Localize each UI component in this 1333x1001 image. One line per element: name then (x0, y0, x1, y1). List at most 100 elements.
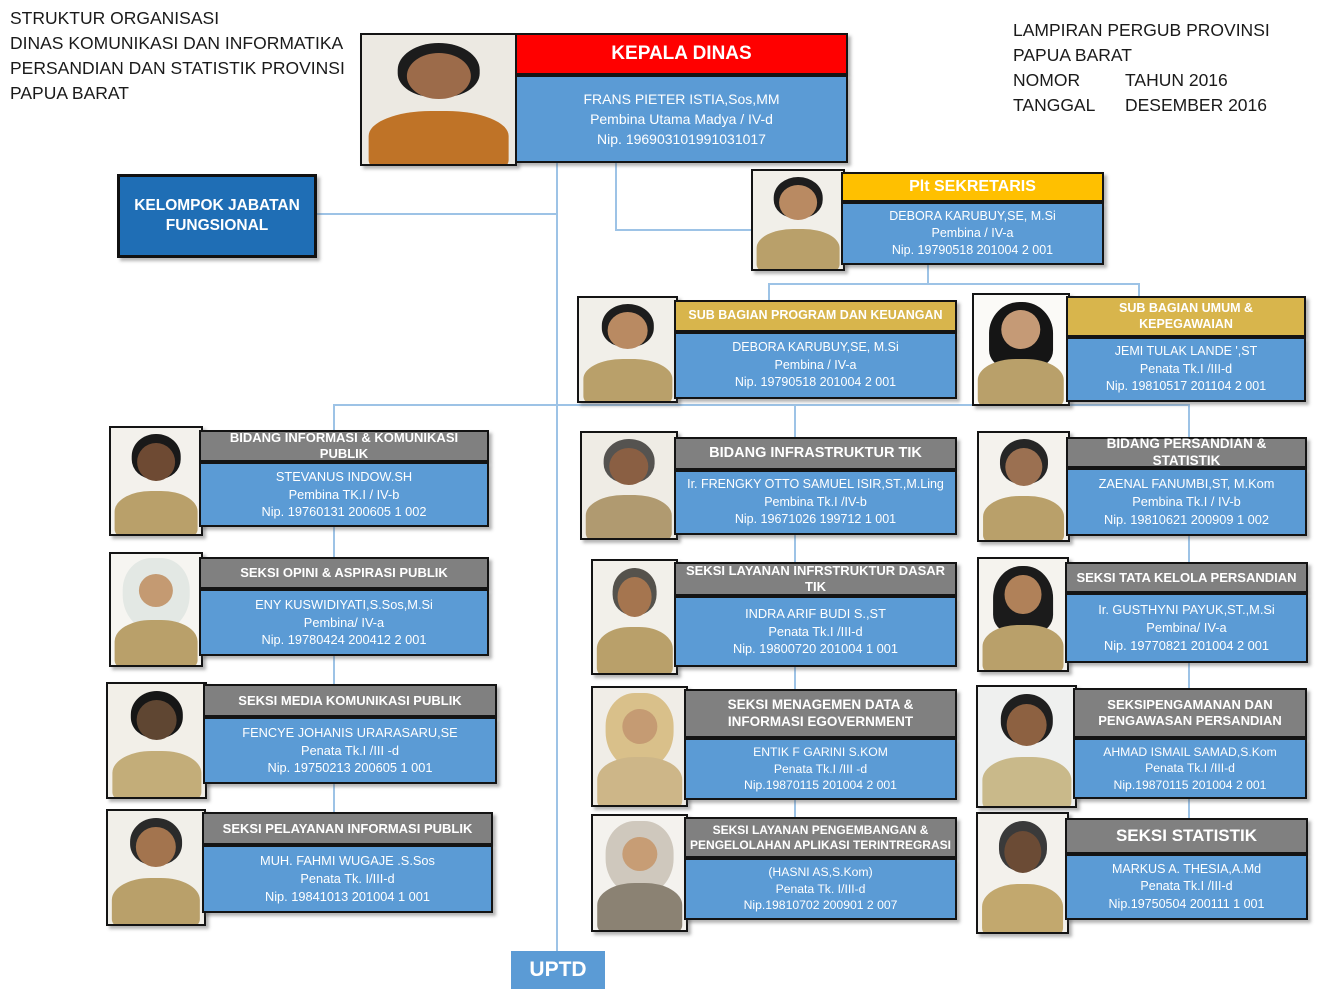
bidang-persandian-photo (977, 431, 1070, 542)
silhouette-face (779, 184, 817, 220)
sub-bagian-program-title: SUB BAGIAN PROGRAM DAN KEUANGAN (674, 300, 957, 332)
silhouette-face (136, 699, 177, 741)
silhouette-torso (114, 619, 198, 665)
person-rank: Pembina/ IV-a (1146, 620, 1227, 636)
person-nip: Nip. 19810517 201104 2 001 (1105, 379, 1267, 394)
person-rank: Pembina / IV-a (774, 357, 857, 372)
person-nip: Nip. 19760131 200605 1 002 (261, 504, 427, 520)
person-name: (HASNI AS,S.Kom) (768, 865, 873, 880)
person-name: AHMAD ISMAIL SAMAD,S.Kom (1103, 744, 1277, 759)
kepala-dinas-info: FRANS PIETER ISTIA,Sos,MM Pembina Utama … (515, 75, 848, 163)
silhouette-face (609, 447, 649, 486)
sub-bagian-umum-title: SUB BAGIAN UMUM & KEPEGAWAIAN (1066, 296, 1306, 337)
silhouette-torso (596, 627, 673, 673)
title-text: SEKSI STATISTIK (1115, 825, 1258, 845)
title-text: BIDANG INFRASTRUKTUR TIK (709, 444, 922, 461)
person-rank: Pembina Tk.I / IV-b (1132, 494, 1241, 510)
silhouette-face (621, 836, 658, 871)
title-text: BIDANG PERSANDIAN & STATISTIK (1106, 436, 1267, 468)
connector-main-spine (556, 163, 558, 952)
person-name: Ir. GUSTHYNI PAYUK,ST.,M.Si (1098, 602, 1275, 618)
person-rank: Pembina Tk.I /IV-b (764, 494, 867, 509)
title-text: KEPALA DINAS (611, 43, 752, 65)
silhouette-face (617, 576, 652, 617)
person-nip: Nip. 196903101991031017 (597, 131, 766, 148)
title-line: STRUKTUR ORGANISASI (10, 8, 220, 28)
tanggal-label: TANGGAL (1013, 94, 1096, 115)
seksi-layanan-pengembangan-title: SEKSI LAYANAN PENGEMBANGAN & PENGELOLAHA… (684, 817, 957, 858)
bidang-informasi-photo (109, 426, 203, 536)
sub-bagian-umum-photo (972, 293, 1070, 406)
connector (333, 404, 1189, 406)
person-nip: Nip.19870115 201004 2 001 (1113, 777, 1267, 792)
person-nip: Nip. 19671026 199712 1 001 (734, 512, 897, 527)
seksi-layanan-infrastruktur-title: SEKSI LAYANAN INFRSTRUKTUR DASAR TIK (674, 562, 957, 596)
document-title: STRUKTUR ORGANISASI DINAS KOMUNIKASI DAN… (10, 6, 370, 105)
person-rank: Penata Tk.I /III -d (773, 761, 868, 776)
silhouette-torso (982, 624, 1064, 670)
person-rank: Penata Tk. I/III-d (300, 871, 395, 887)
seksi-layanan-infrastruktur-photo (591, 559, 678, 675)
person-nip: Nip. 19810621 200909 1 002 (1103, 511, 1270, 527)
seksi-media-title: SEKSI MEDIA KOMUNIKASI PUBLIK (203, 684, 497, 717)
seksi-pelayanan-title: SEKSI PELAYANAN INFORMASI PUBLIK (202, 812, 493, 845)
title-text: SEKSI LAYANAN PENGEMBANGAN & (712, 822, 929, 837)
person-nip: Nip. 19800720 201004 1 001 (732, 641, 899, 657)
seksi-opini-title: SEKSI OPINI & ASPIRASI PUBLIK (199, 557, 489, 589)
person-rank: Pembina TK.I / IV-b (288, 486, 400, 502)
seksi-menagemen-photo (591, 686, 688, 807)
seksi-pengamanan-photo (976, 685, 1077, 808)
plt-sekretaris-title: Plt SEKRETARIS (841, 172, 1104, 202)
silhouette-torso (982, 496, 1065, 540)
silhouette-torso (981, 757, 1072, 806)
person-name: Ir. FRENGKY OTTO SAMUEL ISIR,ST.,M.Ling (687, 477, 944, 492)
plt-sekretaris-photo (751, 169, 845, 271)
sub-bagian-program-info: DEBORA KARUBUY,SE, M.Si Pembina / IV-a N… (674, 332, 957, 399)
connector (615, 229, 752, 231)
seksi-menagemen-info: ENTIK F GARINI S.KOM Penata Tk.I /III -d… (684, 738, 957, 800)
silhouette-face (137, 442, 175, 481)
uptd-box: UPTD (511, 951, 605, 989)
silhouette-face (1006, 703, 1047, 747)
lampiran-block: LAMPIRAN PERGUB PROVINSI PAPUA BARAT NOM… (1013, 18, 1331, 117)
connector (768, 283, 770, 301)
silhouette-torso (596, 883, 683, 930)
kelompok-jabatan-fungsional-box: KELOMPOK JABATAN FUNGSIONAL (117, 174, 317, 258)
bidang-infrastruktur-title: BIDANG INFRASTRUKTUR TIK (674, 437, 957, 470)
seksi-pelayanan-info: MUH. FAHMI WUGAJE .S.Sos Penata Tk. I/II… (202, 845, 493, 913)
bidang-informasi-title: BIDANG INFORMASI & KOMUNIKASI PUBLIK (199, 430, 489, 462)
title-text: PENGAWASAN PERSANDIAN (1098, 713, 1282, 728)
nomor-value: TAHUN 2016 (1125, 69, 1228, 90)
nomor-label: NOMOR (1013, 69, 1081, 90)
seksi-opini-photo (109, 552, 203, 667)
person-nip: Nip. 19841013 201004 1 001 (264, 888, 431, 904)
silhouette-torso (111, 877, 201, 924)
silhouette-face (138, 573, 174, 608)
silhouette-face (406, 53, 471, 100)
person-name: ENY KUSWIDIYATI,S.Sos,M.Si (255, 596, 433, 612)
bidang-persandian-info: ZAENAL FANUMBI,ST, M.Kom Pembina Tk.I / … (1066, 468, 1307, 536)
person-nip: Nip. 19780424 200412 2 001 (261, 632, 427, 648)
title-text: SEKSI MEDIA KOMUNIKASI PUBLIK (238, 692, 462, 708)
person-rank: Penata Tk.I /III-d (1139, 361, 1233, 376)
seksi-pengamanan-info: AHMAD ISMAIL SAMAD,S.Kom Penata Tk.I /II… (1073, 738, 1307, 799)
person-name: DEBORA KARUBUY,SE, M.Si (889, 209, 1056, 224)
sub-bagian-umum-info: JEMI TULAK LANDE ',ST Penata Tk.I /III-d… (1066, 337, 1306, 402)
seksi-layanan-pengembangan-photo (591, 814, 688, 932)
lampiran-heading: LAMPIRAN PERGUB PROVINSI PAPUA BARAT (1013, 20, 1270, 65)
seksi-layanan-infrastruktur-info: INDRA ARIF BUDI S.,ST Penata Tk.I /III-d… (674, 596, 957, 667)
silhouette-torso (368, 111, 509, 164)
person-name: JEMI TULAK LANDE ',ST (1114, 344, 1258, 359)
person-nip: Nip. 19750213 200605 1 001 (267, 760, 433, 776)
person-rank: Pembina / IV-a (931, 226, 1014, 241)
title-text: SUB BAGIAN UMUM & (1118, 301, 1254, 316)
silhouette-torso (114, 490, 198, 534)
person-rank: Penata Tk.I /III-d (1145, 761, 1235, 776)
silhouette-torso (977, 359, 1065, 404)
title-text: SEKSI TATA KELOLA PERSANDIAN (1076, 569, 1297, 585)
kepala-dinas-photo (360, 33, 517, 166)
person-rank: Penata Tk.I /III -d (301, 742, 399, 758)
person-nip: Nip. 19770821 201004 2 001 (1103, 637, 1270, 653)
title-text: BIDANG INFORMASI & KOMUNIKASI PUBLIK (229, 430, 459, 461)
